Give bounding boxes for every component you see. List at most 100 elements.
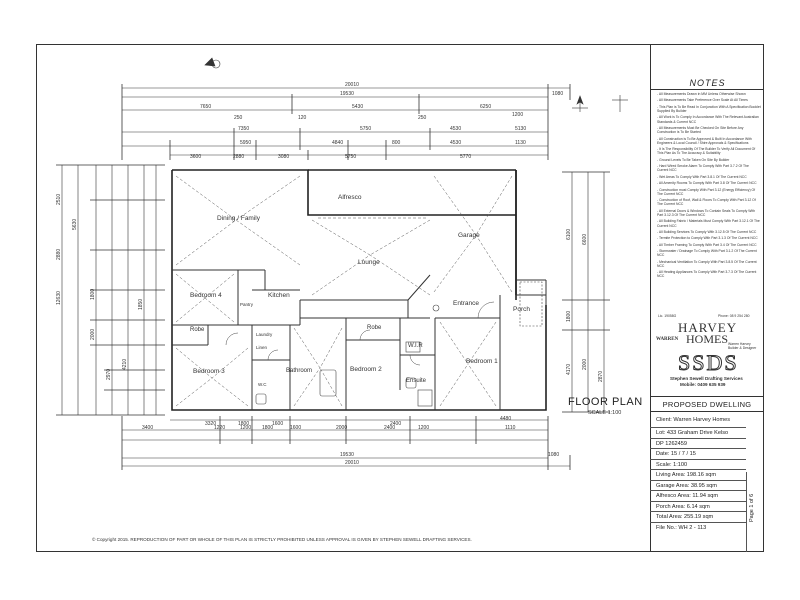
note-item: - Termite Protection to Comply With Part… xyxy=(657,236,758,241)
copyright-notice: © Copyright 2015. REPRODUCTION OF PART O… xyxy=(92,537,472,542)
svg-text:4530: 4530 xyxy=(450,140,461,146)
room-label-bedroom2: Bedroom 2 xyxy=(350,366,382,373)
svg-text:1600: 1600 xyxy=(290,425,301,431)
svg-text:12630: 12630 xyxy=(56,291,62,305)
room-label-robe-2: Robe xyxy=(367,325,382,331)
note-item: - Construction of Roof, Wall & Floors To… xyxy=(657,198,756,207)
svg-text:4480: 4480 xyxy=(500,416,511,422)
svg-text:250: 250 xyxy=(418,115,427,121)
svg-text:2870: 2870 xyxy=(598,371,604,382)
svg-text:2000: 2000 xyxy=(336,425,347,431)
room-label-bedroom3: Bedroom 3 xyxy=(193,368,225,375)
lot-row: Lot: 433 Graham Drive Kelso xyxy=(650,428,746,439)
svg-text:19530: 19530 xyxy=(340,452,354,458)
svg-text:1110: 1110 xyxy=(505,425,516,431)
title-block-table: Client: Warren Harvey Homes Lot: 433 Gra… xyxy=(650,412,746,533)
svg-text:1080: 1080 xyxy=(552,91,563,97)
notes-title: NOTES xyxy=(651,78,764,90)
svg-text:1080: 1080 xyxy=(548,452,559,458)
svg-text:2880: 2880 xyxy=(56,249,62,260)
phone-number: Phone: 08 9 254 280 xyxy=(718,314,750,318)
svg-text:1600: 1600 xyxy=(272,421,283,427)
room-label-entrance: Entrance xyxy=(453,300,480,307)
svg-text:1200: 1200 xyxy=(240,425,251,431)
room-label-ensuite: Ensuite xyxy=(406,378,427,384)
room-label-linen: Linen xyxy=(256,345,268,350)
licence-number: Lic. 19058G xyxy=(658,314,677,318)
room-label-dining: Dining / Family xyxy=(217,215,260,222)
svg-text:3080: 3080 xyxy=(278,154,289,160)
note-item: - All Measurements Take Preference Over … xyxy=(657,98,748,103)
room-label-bedroom4: Bedroom 4 xyxy=(190,292,222,299)
note-item: - It Is The Responsibility Of The Builde… xyxy=(657,147,756,156)
note-item: - Stormwater / Drainage To Comply With P… xyxy=(657,249,757,258)
svg-text:20010: 20010 xyxy=(345,460,359,466)
svg-text:2880: 2880 xyxy=(233,154,244,160)
svg-text:4210: 4210 xyxy=(122,359,128,370)
svg-text:5750: 5750 xyxy=(345,154,356,160)
svg-text:20010: 20010 xyxy=(345,82,359,88)
room-label-bathroom: Bathroom xyxy=(286,368,313,374)
living-area-row: Living Area: 198.16 sqm xyxy=(650,470,746,481)
client-row: Client: Warren Harvey Homes xyxy=(650,412,746,428)
svg-text:3400: 3400 xyxy=(142,425,153,431)
porch-area-row: Porch Area: 6.14 sqm xyxy=(650,502,746,512)
svg-text:4840: 4840 xyxy=(332,140,343,146)
north-arrow-icon xyxy=(204,57,628,112)
floor-plan-scale: SCALE 1:100 xyxy=(588,410,622,416)
svg-text:7350: 7350 xyxy=(238,126,249,132)
note-item: - Ground Levels To Be Taken On Site By B… xyxy=(657,157,730,162)
svg-text:19530: 19530 xyxy=(340,91,354,97)
svg-text:1220: 1220 xyxy=(214,425,225,431)
svg-text:1130: 1130 xyxy=(515,140,526,146)
svg-text:2400: 2400 xyxy=(390,421,401,427)
room-label-porch: Porch xyxy=(513,306,530,313)
room-label-alfresco: Alfresco xyxy=(338,194,362,201)
svg-text:250: 250 xyxy=(234,115,243,121)
note-item: - This Plan is To Be Read In Conjunction… xyxy=(657,104,761,113)
room-label-laundry: Laundry xyxy=(256,332,273,337)
note-item: - Wet Areas To Comply With Part 3.8.1 Of… xyxy=(657,174,747,179)
room-label-bedroom1: Bedroom 1 xyxy=(466,358,498,365)
svg-text:1850: 1850 xyxy=(138,299,144,310)
room-label-wc: W.C xyxy=(258,382,267,387)
drawing-sheet xyxy=(36,44,764,552)
svg-text:1200: 1200 xyxy=(512,112,523,118)
svg-text:2000: 2000 xyxy=(582,359,588,370)
svg-text:2000: 2000 xyxy=(90,329,96,340)
logo-homes-text: HOMES xyxy=(686,332,729,346)
svg-text:7650: 7650 xyxy=(200,104,211,110)
svg-text:3600: 3600 xyxy=(190,154,201,160)
svg-text:5630: 5630 xyxy=(72,219,78,230)
svg-text:5750: 5750 xyxy=(360,126,371,132)
svg-text:5430: 5430 xyxy=(352,104,363,110)
builder-logo: Lic. 19058G Phone: 08 9 254 280 WARREN H… xyxy=(656,314,760,394)
total-area-row: Total Area: 255.19 sqm xyxy=(650,512,746,523)
svg-text:5950: 5950 xyxy=(240,140,251,146)
ssds-logo-text: SSDS xyxy=(678,350,739,376)
note-item: - All Building Fabric / Materials Must C… xyxy=(657,219,760,228)
svg-text:1800: 1800 xyxy=(566,311,572,322)
svg-text:6250: 6250 xyxy=(480,104,491,110)
note-item: - All Measurements Must Be Checked On Si… xyxy=(657,125,744,135)
svg-text:4170: 4170 xyxy=(566,364,572,375)
svg-text:120: 120 xyxy=(298,115,307,121)
floor-plan-drawing: 20010 19530 1080 7650 5430 6250 1200 250… xyxy=(56,57,628,470)
logo-warren-text: WARREN xyxy=(656,337,679,342)
svg-text:1800: 1800 xyxy=(238,421,249,427)
svg-text:1200: 1200 xyxy=(418,425,429,431)
svg-text:4530: 4530 xyxy=(450,126,461,132)
room-label-wir: W.I.R xyxy=(408,343,423,349)
floor-plan-title: FLOOR PLAN xyxy=(568,396,643,408)
page-number-box xyxy=(746,472,764,552)
garage-area-row: Garage Area: 38.95 sqm xyxy=(650,481,746,491)
notes-list: - All Measurements Drawn in MM Unless Ot… xyxy=(651,90,764,279)
room-label-kitchen: Kitchen xyxy=(268,292,290,299)
note-item: - All Timber Framing To Comply With Part… xyxy=(657,242,757,247)
svg-text:5770: 5770 xyxy=(460,154,471,160)
note-item: - Mechanical Ventilation To Comply With … xyxy=(657,259,757,268)
room-label-robe-1: Robe xyxy=(190,327,205,333)
page-number: Page 1 of 6 xyxy=(749,493,755,522)
svg-text:2970: 2970 xyxy=(106,369,112,380)
svg-text:2400: 2400 xyxy=(384,425,395,431)
